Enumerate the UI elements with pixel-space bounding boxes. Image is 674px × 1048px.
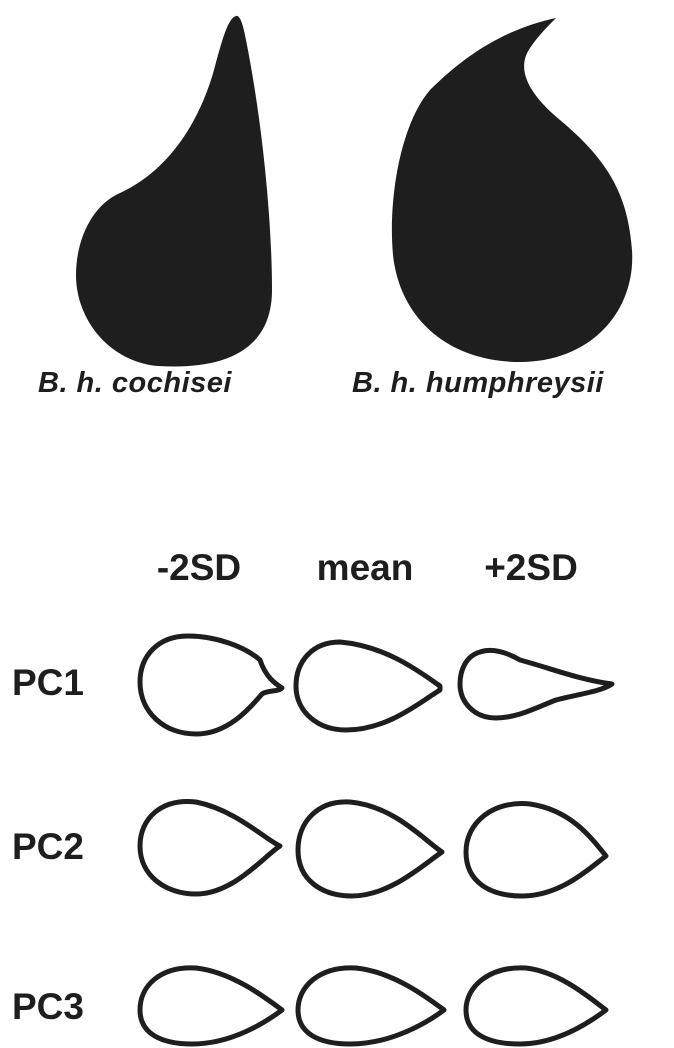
cochisei-silhouette	[76, 16, 272, 367]
row-label-pc2: PC2	[12, 826, 84, 868]
pc1-mean-outline	[296, 642, 440, 730]
pc3-mean-outline	[298, 968, 444, 1044]
pc2-mean-outline	[298, 802, 442, 896]
row-label-pc3: PC3	[12, 986, 84, 1028]
pc3-plus2sd-outline	[466, 968, 606, 1044]
pc2-plus2sd-outline	[466, 804, 606, 896]
column-header-plus-2sd: +2SD	[461, 547, 601, 589]
species-label-cochisei: B. h. cochisei	[38, 367, 232, 400]
pc1-plus2sd-outline	[460, 650, 612, 718]
humphreysii-silhouette	[392, 18, 632, 362]
column-header-minus-2sd: -2SD	[129, 547, 269, 589]
pc2-minus2sd-outline	[140, 801, 280, 894]
species-label-humphreysii: B. h. humphreysii	[352, 367, 604, 400]
column-header-mean: mean	[295, 547, 435, 589]
pc1-minus2sd-outline	[140, 636, 282, 734]
row-label-pc1: PC1	[12, 662, 84, 704]
pc3-minus2sd-outline	[140, 968, 282, 1044]
